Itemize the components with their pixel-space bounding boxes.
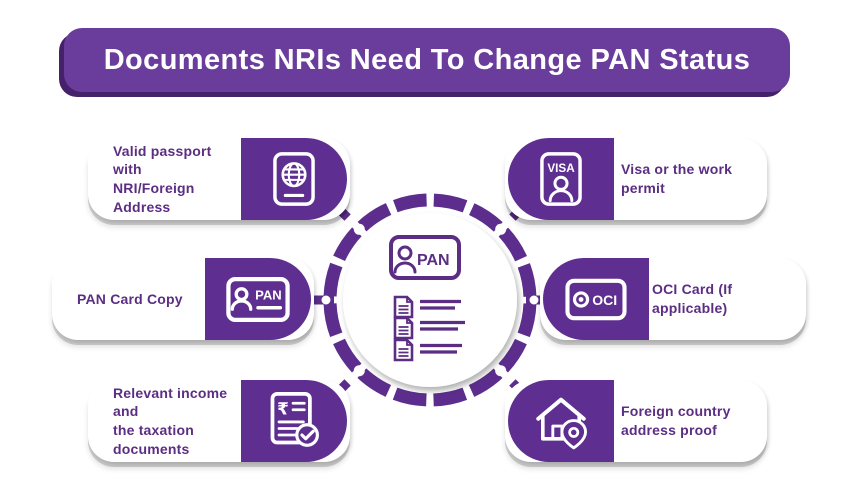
card-icon-cap: PAN xyxy=(205,258,311,340)
card-label: Visa or the work permit xyxy=(621,161,733,196)
left-connector-bar xyxy=(300,295,334,305)
house-address-icon xyxy=(536,397,587,449)
connector-dot-right xyxy=(529,295,539,305)
pan-card-center-icon: PAN xyxy=(389,235,461,280)
card-oci: OCI OCI Card (If applicable) xyxy=(540,258,806,340)
card-tax-documents: Relevant income and the taxation documen… xyxy=(88,380,350,462)
connector-dot-left xyxy=(321,295,331,305)
center-pan-label: PAN xyxy=(417,252,450,269)
ring-dot-ne xyxy=(495,223,507,235)
title-banner: Documents NRIs Need To Change PAN Status xyxy=(64,28,790,92)
ring-dot-se xyxy=(495,365,507,377)
card-foreign-address-proof: Foreign country address proof xyxy=(505,380,767,462)
oci-card-icon: OCI xyxy=(565,278,627,320)
card-icon-cap: ₹ xyxy=(241,380,347,462)
document-checklist-icon xyxy=(393,295,465,362)
card-label: Valid passport with NRI/Foreign Address xyxy=(113,142,212,215)
passport-icon xyxy=(273,152,315,206)
tax-documents-icon: ₹ xyxy=(270,392,319,447)
card-label: Relevant income and the taxation documen… xyxy=(113,384,228,457)
card-valid-passport: Valid passport with NRI/Foreign Address xyxy=(88,138,350,220)
pan-card-icon: PAN xyxy=(226,276,290,322)
card-pan-card-copy: PAN Card Copy PAN xyxy=(52,258,314,340)
ring-dot-nw xyxy=(353,223,365,235)
page-title: Documents NRIs Need To Change PAN Status xyxy=(103,43,751,76)
card-visa-work-permit: VISA Visa or the work permit xyxy=(505,138,767,220)
oci-icon-label: OCI xyxy=(592,292,617,308)
pan-icon-label: PAN xyxy=(255,287,282,302)
ring-dot-sw xyxy=(353,365,365,377)
rupee-symbol: ₹ xyxy=(277,399,289,418)
card-icon-cap: VISA xyxy=(508,138,614,220)
card-icon-cap xyxy=(241,138,347,220)
visa-icon: VISA xyxy=(540,152,582,206)
visa-icon-label: VISA xyxy=(547,162,575,175)
card-icon-cap xyxy=(508,380,614,462)
card-label: PAN Card Copy xyxy=(77,290,183,307)
card-icon-cap: OCI xyxy=(543,258,649,340)
card-label: Foreign country address proof xyxy=(621,403,731,438)
ring-dots xyxy=(321,223,539,377)
card-label: OCI Card (If applicable) xyxy=(652,281,733,316)
